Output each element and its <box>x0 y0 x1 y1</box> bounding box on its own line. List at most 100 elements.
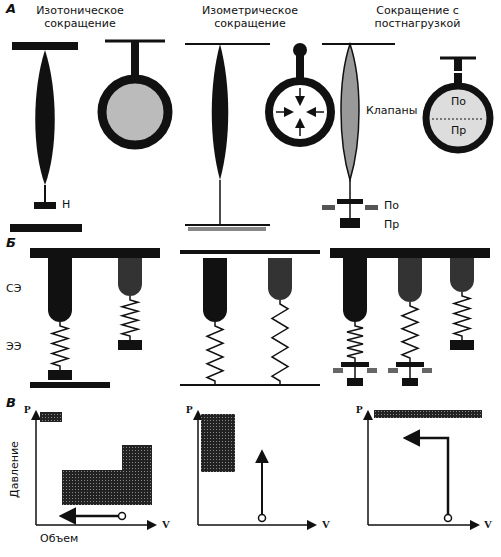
model-unit-part <box>367 368 377 373</box>
model-unit <box>333 258 377 386</box>
model-unit <box>203 258 227 385</box>
model-unit-part <box>203 258 227 322</box>
model-unit-part <box>333 368 343 373</box>
model-support-bars-part <box>180 250 320 254</box>
afterload-heart-part <box>448 71 468 73</box>
model-support-bars-part <box>30 248 160 258</box>
pv-plot-isotonic-part <box>40 412 62 422</box>
isometric-heart-part <box>308 111 324 113</box>
axis-label: P <box>24 403 31 416</box>
axis-label: P <box>186 403 193 416</box>
panel-letter: А <box>6 2 16 15</box>
pv-plot-isotonic-part <box>119 513 126 520</box>
model-support-bars-part <box>30 382 110 388</box>
model-unit-part <box>402 378 418 386</box>
model-unit-part <box>347 322 363 362</box>
pv-plot-isotonic-part <box>62 445 152 505</box>
model-unit-part <box>398 258 422 302</box>
pv-plot-isotonic-part <box>62 515 118 518</box>
model-unit-part <box>207 322 223 385</box>
model-unit-part <box>402 302 418 362</box>
isometric-muscle-setup-part <box>188 227 266 231</box>
isometric-heart-part <box>276 111 292 113</box>
isometric-heart-part <box>269 81 331 143</box>
model-unit-part <box>354 367 356 378</box>
axis-label: P <box>356 403 363 416</box>
part-label: Пр <box>384 218 399 231</box>
part-label: По <box>384 199 399 212</box>
pv-plot-afterload-part <box>374 410 482 418</box>
model-unit-part <box>409 367 411 378</box>
part-label: СЭ <box>6 282 21 295</box>
isometric-heart-part <box>293 43 307 57</box>
model-support-bars-part <box>180 384 320 386</box>
pv-plot-afterload-part <box>445 515 452 522</box>
axis-label: V <box>322 518 330 531</box>
pv-plot-isotonic-part <box>36 524 155 526</box>
model-unit-part <box>454 292 470 340</box>
model-units <box>48 258 474 386</box>
isometric-heart-part <box>299 120 301 136</box>
panel-letter: В <box>6 396 16 409</box>
model-unit-part <box>450 258 474 292</box>
model-unit-part <box>268 258 292 300</box>
isometric-muscle-setup-part <box>185 224 270 226</box>
pv-plot-isometric-part <box>197 412 199 525</box>
isometric-heart <box>269 43 331 143</box>
isotonic-muscle-setup-part <box>10 224 82 232</box>
pv-plot-isometric <box>198 412 315 525</box>
model-unit-part <box>388 368 398 373</box>
axis-title: Объем <box>40 532 78 545</box>
pv-plot-isometric-part <box>201 414 235 472</box>
afterload-muscle-setup-part <box>340 218 360 228</box>
model-unit-part <box>422 368 432 373</box>
part-label: Н <box>62 198 70 211</box>
axis-label: V <box>484 518 492 531</box>
column-title: Изометрическое сокращение <box>185 4 315 30</box>
model-unit-part <box>347 378 363 386</box>
isometric-muscle-setup-part <box>219 180 221 225</box>
axis-title: Давление <box>8 440 21 500</box>
pv-plot-afterload-part <box>367 412 369 525</box>
afterload-muscle-setup-part <box>337 199 363 204</box>
model-unit-part <box>396 362 424 367</box>
model-unit-part <box>122 296 138 340</box>
model-support-bars-part <box>330 248 490 258</box>
part-label: Клапаны <box>366 104 417 117</box>
afterload-muscle-setup-part <box>322 205 335 210</box>
model-unit <box>268 258 292 385</box>
model-unit-part <box>343 258 367 322</box>
part-label: Пр <box>451 124 466 137</box>
model-unit-part <box>341 362 369 367</box>
isotonic-muscle-setup-part <box>44 185 46 202</box>
afterload-heart-part <box>432 119 484 120</box>
isometric-heart-part <box>299 88 301 104</box>
afterload-heart-part <box>426 86 490 150</box>
pv-plot-isometric-part <box>261 452 263 514</box>
part-label: ЭЭ <box>6 340 21 353</box>
pv-plot-afterload-part <box>406 438 448 514</box>
isotonic-muscle-setup-part <box>34 202 56 209</box>
axis-label: V <box>162 518 170 531</box>
isotonic-heart <box>102 41 168 145</box>
model-unit-part <box>48 370 72 380</box>
column-title: Сокращение с постнагрузкой <box>345 4 490 30</box>
pv-plot-afterload <box>368 410 482 525</box>
part-label: По <box>451 95 466 108</box>
pv-plot-afterload-part <box>368 524 478 526</box>
pv-plot-isotonic-part <box>35 412 37 525</box>
afterload-heart <box>426 58 490 150</box>
isotonic-muscle-setup-part <box>35 50 55 185</box>
pv-plot-isometric-part <box>259 515 266 522</box>
isotonic-muscle-setup <box>10 42 82 232</box>
model-unit <box>388 258 432 386</box>
isotonic-heart-part <box>102 79 168 145</box>
model-unit <box>48 258 72 380</box>
afterload-muscle-setup-part <box>341 44 359 180</box>
model-unit <box>118 258 142 350</box>
model-unit-part <box>118 340 142 350</box>
model-support-bars <box>30 248 490 388</box>
